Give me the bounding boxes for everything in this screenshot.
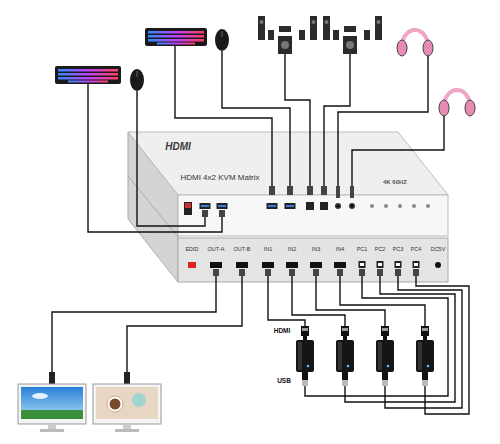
port-label: EDID [185, 247, 198, 253]
usb-hdmi-extender [296, 326, 434, 386]
port-label: DC5V [431, 247, 446, 253]
port-label: OUT-B [234, 247, 251, 253]
port-label: IN3 [312, 247, 321, 253]
port-label: PC1 [357, 247, 368, 253]
monitor [93, 384, 161, 432]
headphones [397, 30, 433, 56]
monitor [18, 384, 86, 432]
brand-logo: HDMI [165, 142, 191, 152]
keyboard [55, 66, 121, 84]
cable-label: USB [277, 378, 291, 385]
speaker-set [258, 16, 317, 54]
headphones [439, 90, 475, 116]
port-label: PC3 [393, 247, 404, 253]
spec-text: 4K 60HZ [383, 179, 407, 185]
model-name: HDMI 4x2 KVM Matrix [180, 174, 259, 182]
port-label: IN1 [264, 247, 273, 253]
cable-label: HDMI [274, 328, 291, 335]
port-label: IN4 [336, 247, 345, 253]
port-label: PC4 [411, 247, 422, 253]
cable-plug [49, 186, 419, 384]
mouse [130, 69, 144, 91]
port-label: OUT-A [208, 247, 225, 253]
mouse [215, 29, 229, 51]
cable [52, 46, 469, 414]
kvm-matrix-housing [128, 132, 448, 282]
rear-panel-ports [188, 261, 441, 268]
keyboard [145, 28, 207, 46]
port-label: PC2 [375, 247, 386, 253]
port-label: IN2 [288, 247, 297, 253]
speaker-set [323, 16, 382, 54]
